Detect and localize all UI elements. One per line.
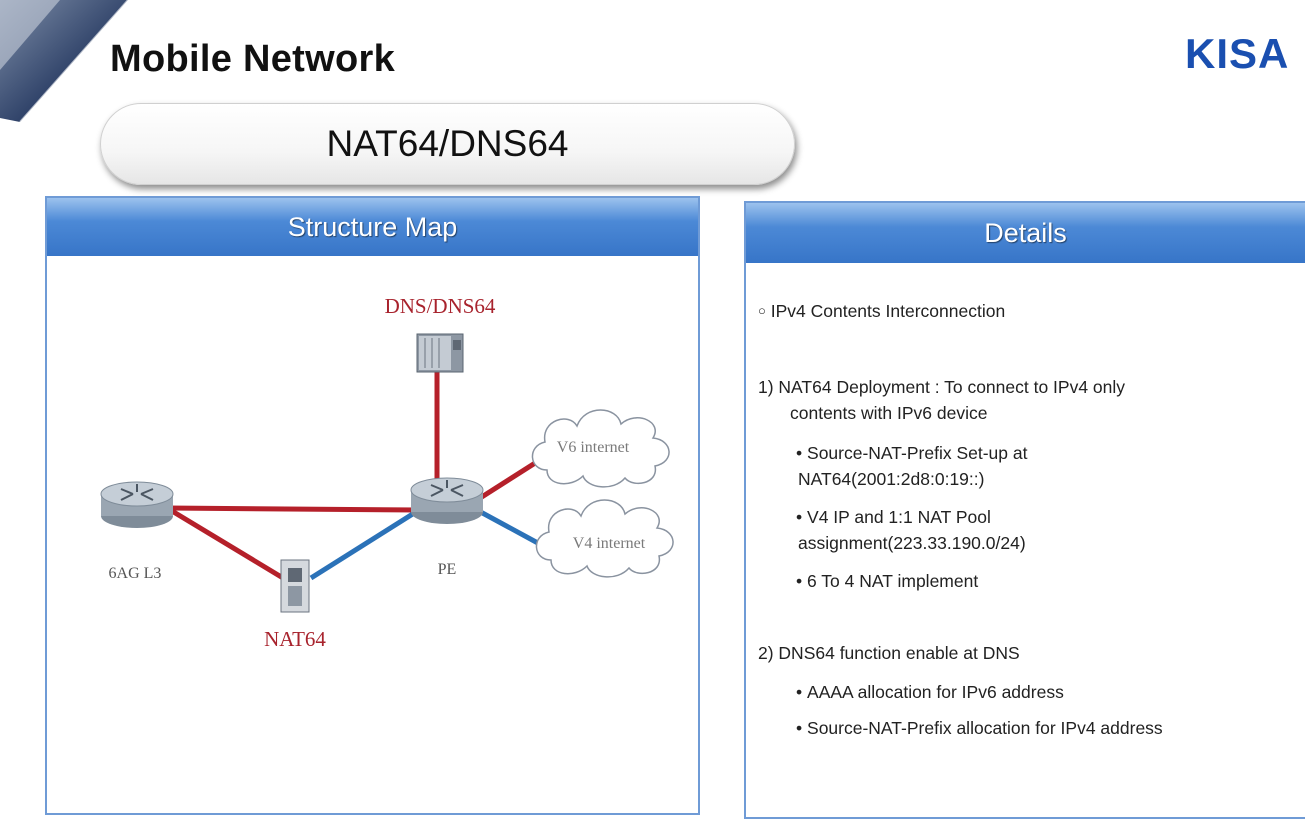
v6-cloud-icon: [531, 409, 670, 488]
subtitle-text: NAT64/DNS64: [326, 123, 569, 164]
section-title: IPv4 Contents Interconnection: [770, 301, 1006, 321]
link-l3-pe: [166, 505, 420, 513]
router-icon: [100, 481, 174, 528]
v6-internet-label: V6 internet: [557, 439, 630, 456]
pe-router-icon: [410, 477, 484, 524]
bullet-dot-icon: •: [796, 718, 803, 738]
item1-line2: contents with IPv6 device: [790, 403, 988, 423]
bullet-dot-icon: •: [796, 443, 803, 463]
item1-bullet1-line2: NAT64(2001:2d8:0:19::): [798, 469, 985, 489]
details-panel: Details ○ IPv4 Contents Interconnection …: [744, 201, 1305, 819]
network-diagram: DNS/DNS64 6AG L3 PE NAT64 V6 interne: [100, 294, 674, 651]
page-title: Mobile Network: [110, 38, 396, 80]
router-pe-label: PE: [438, 561, 457, 578]
bullet-text: AAAA allocation for IPv6 address: [807, 682, 1064, 702]
bullet-circle-icon: ○: [758, 303, 766, 318]
bullet-text: Source-NAT-Prefix allocation for IPv4 ad…: [807, 718, 1163, 738]
bullet-text: 6 To 4 NAT implement: [807, 571, 979, 591]
v4-internet-label: V4 internet: [573, 535, 646, 552]
dns-server-icon: [416, 333, 464, 373]
nat64-device-icon: [280, 559, 310, 613]
dns-label: DNS/DNS64: [385, 294, 496, 318]
link-l3-nat: [165, 505, 285, 581]
subtitle-banner: NAT64/DNS64: [100, 103, 795, 185]
item2-bullet1: • AAAA allocation for IPv6 address: [796, 680, 1064, 704]
item1-bullet1: • Source-NAT-Prefix Set-up at: [796, 441, 1027, 465]
link-pe-v4: [475, 507, 549, 551]
router-left-label: 6AG L3: [109, 565, 162, 582]
kisa-logo: KISA: [1185, 30, 1290, 77]
details-header: Details: [746, 203, 1305, 263]
bullet-dot-icon: •: [796, 571, 803, 591]
link-pe-v6: [475, 455, 545, 503]
structure-map-header: Structure Map: [47, 198, 698, 256]
structure-map-panel: Structure Map DNS/DNS64 6AG L3: [45, 196, 700, 815]
corner-decoration: [0, 0, 129, 123]
v4-cloud-icon: [535, 499, 674, 578]
nat64-label: NAT64: [264, 627, 326, 651]
item1-bullet2-line2: assignment(223.33.190.0/24): [798, 533, 1026, 553]
link-nat-pe: [309, 507, 421, 581]
bullet-text: Source-NAT-Prefix Set-up at: [807, 443, 1028, 463]
item1-bullet2: • V4 IP and 1:1 NAT Pool: [796, 505, 991, 529]
bullet-text: V4 IP and 1:1 NAT Pool: [807, 507, 991, 527]
section-title-row: ○ IPv4 Contents Interconnection: [758, 299, 1005, 323]
item1-line1: 1) NAT64 Deployment : To connect to IPv4…: [758, 377, 1126, 397]
bullet-dot-icon: •: [796, 682, 803, 702]
item1-bullet3: • 6 To 4 NAT implement: [796, 569, 978, 593]
bullet-dot-icon: •: [796, 507, 803, 527]
item2-line1: 2) DNS64 function enable at DNS: [758, 643, 1020, 663]
item2-bullet2: • Source-NAT-Prefix allocation for IPv4 …: [796, 716, 1163, 740]
